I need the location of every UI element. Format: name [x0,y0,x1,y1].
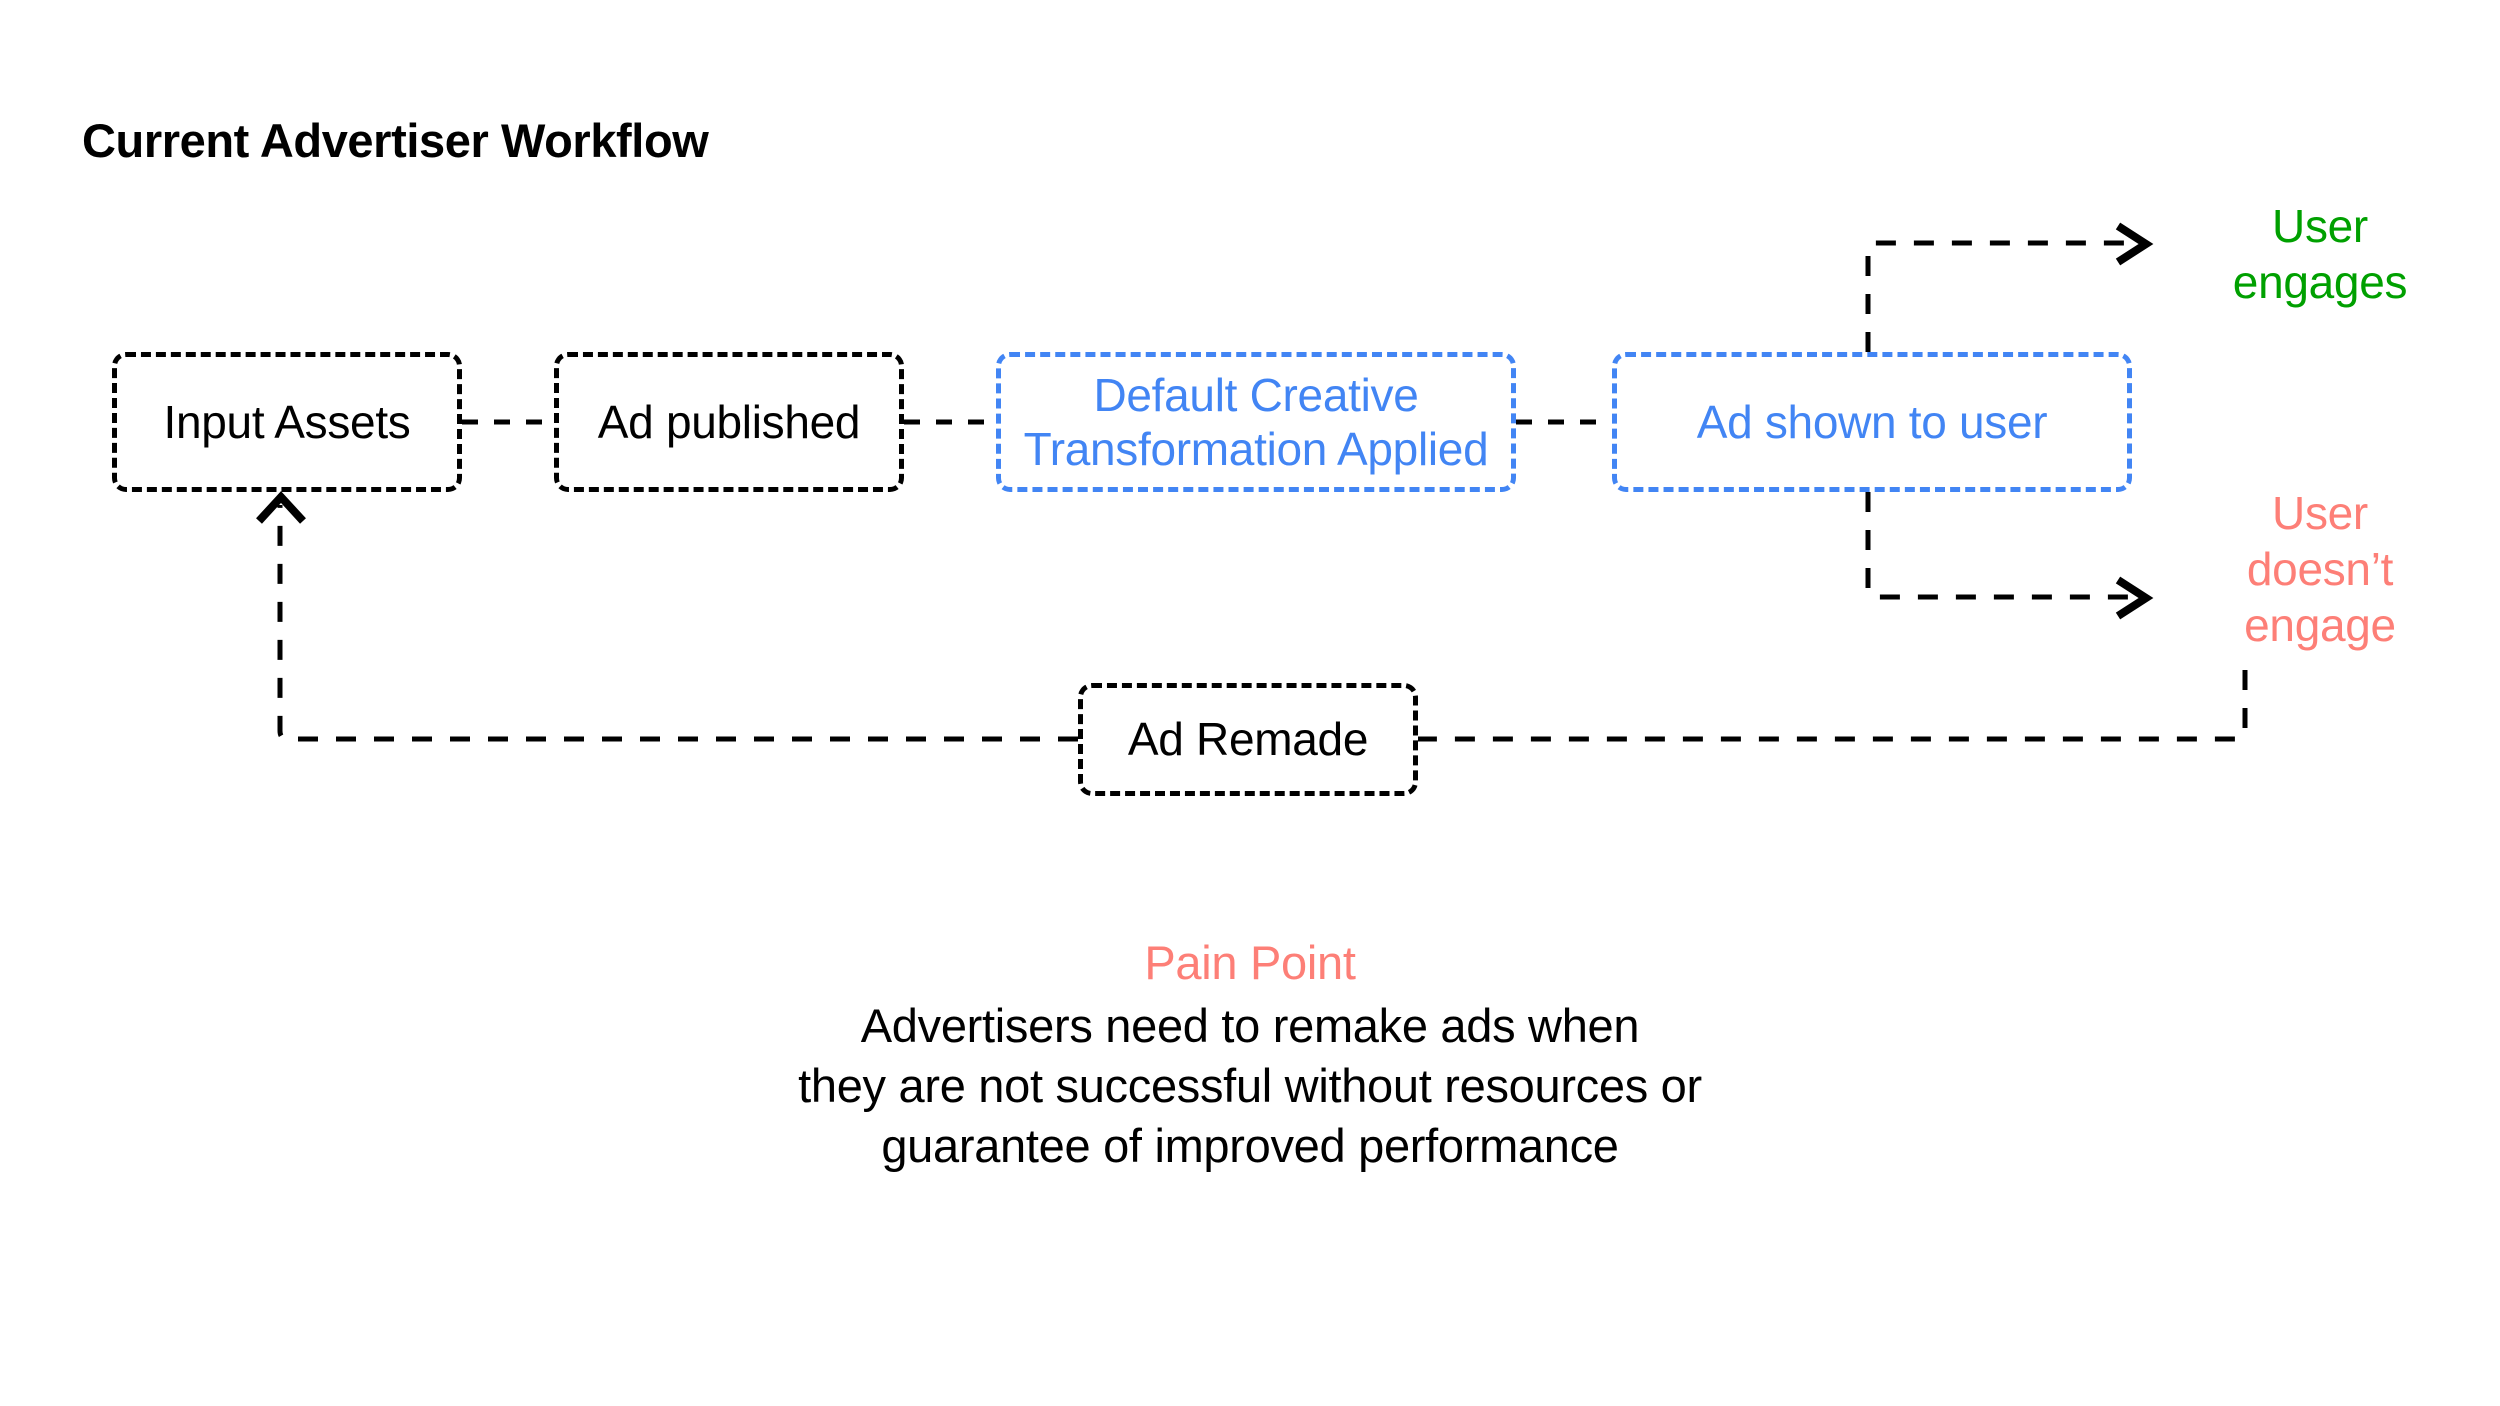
pain-point-body: Advertisers need to remake ads when they… [798,999,1702,1173]
arrowhead-no-engage [2115,576,2154,620]
arrowhead-input-assets [256,491,306,524]
node-default-creative-transformation[interactable]: Default Creative Transformation Applied [996,352,1516,492]
outcome-user-doesnt-engage: User doesn’t engage [2244,487,2396,652]
pain-point-block: Pain Point Advertisers need to remake ad… [640,935,1860,1176]
node-input-assets[interactable]: Input Assets [112,352,462,492]
edge-no-engage-to-remade [1418,670,2248,742]
node-input-assets-label: Input Assets [163,395,411,448]
page-title: Current Advertiser Workflow [82,114,709,168]
arrowhead-engages [2115,222,2154,266]
edge-shown-to-engages [1865,240,2132,352]
node-ad-published-label: Ad published [597,395,861,448]
node-ad-remade[interactable]: Ad Remade [1078,683,1418,796]
node-ad-remade-label: Ad Remade [1127,713,1369,766]
node-ad-shown-to-user-label: Ad shown to user [1696,395,2048,448]
pain-point-title: Pain Point [1144,936,1356,989]
edge-remade-to-input [277,505,1078,742]
node-ad-shown-to-user[interactable]: Ad shown to user [1612,352,2132,492]
node-ad-published[interactable]: Ad published [554,352,904,492]
node-default-creative-transformation-label: Default Creative Transformation Applied [1023,368,1489,475]
outcome-user-engages: User engages [2232,200,2408,309]
edge-shown-to-no-engage [1865,492,2132,600]
